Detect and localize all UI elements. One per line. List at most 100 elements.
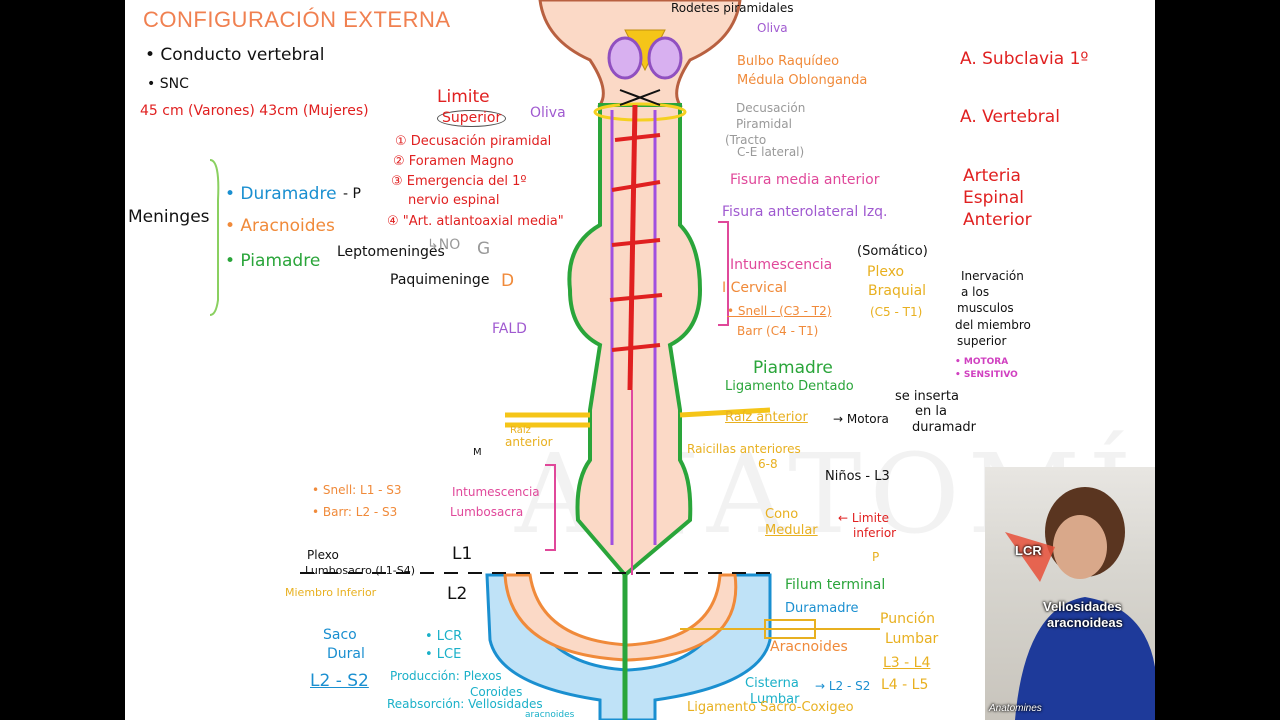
cisterna-3: → L2 - S2 — [815, 679, 871, 693]
decusacion-4: C-E lateral) — [737, 145, 805, 159]
medula-oblongada-label: Médula Oblonganda — [737, 73, 868, 88]
vellosidades-caption-2: aracnoideas — [1047, 615, 1123, 630]
raiz-anterior-left-1: Raíz — [510, 425, 531, 436]
sensitivo-note: • SENSITIVO — [955, 370, 1018, 380]
rodetes-label: Rodetes piramidales — [671, 1, 794, 15]
limite-item-2: ② Foramen Magno — [393, 154, 514, 169]
lcr-label: • LCR — [425, 629, 463, 644]
puncion-1: Punción — [880, 611, 935, 627]
leptomeninges: Leptomeninges — [337, 244, 445, 260]
lumbar-snell: • Snell: L1 - S3 — [312, 483, 402, 497]
motora-note: • MOTORA — [955, 357, 1009, 367]
m-note: M — [473, 447, 482, 458]
inserta-2: en la — [915, 404, 947, 419]
olive-left — [607, 36, 643, 80]
plexo-braquial-3: (C5 - T1) — [870, 305, 923, 319]
lcr-caption: LCR — [1015, 543, 1042, 558]
raiz-motora: → Motora — [833, 412, 889, 426]
superior-label: Superior — [437, 110, 507, 128]
limite-item-4: ④ "Art. atlantoaxial media" — [387, 214, 564, 229]
filum-terminal-label: Filum terminal — [785, 577, 886, 593]
intro-snc: • SNC — [147, 76, 189, 92]
cono-medular-1: Cono — [765, 507, 799, 522]
meninges-dura: • Duramadre — [225, 184, 337, 204]
meninges-dura-suffix: - P — [343, 186, 361, 202]
decusacion-3: (Tracto — [725, 133, 767, 147]
reabsorcion-2: aracnoides — [525, 710, 575, 720]
meninges-label: Meninges — [128, 207, 210, 227]
meninges-pia: • Piamadre — [225, 251, 321, 271]
raicillas-2: 6-8 — [758, 457, 778, 471]
plexo-lumbosacro-1: Plexo — [307, 548, 339, 562]
vellosidades-caption-1: Vellosidades — [1043, 599, 1122, 614]
arteria-espinal-3: Anterior — [963, 210, 1032, 230]
ligamento-sacro: Ligamento Sacro-Coxigeo — [687, 700, 854, 715]
decusacion-2: Piramidal — [736, 117, 792, 131]
intro-conducto: • Conducto vertebral — [145, 45, 325, 65]
saco-dural-1: Saco — [323, 627, 357, 643]
inserta-3: duramadr — [912, 420, 977, 435]
page-title: CONFIGURACIÓN EXTERNA — [143, 7, 451, 32]
raicillas-1: Raicillas anteriores — [687, 442, 801, 456]
piamadre-label: Piamadre — [753, 358, 833, 378]
inervacion-5: superior — [957, 334, 1007, 348]
presenter-video-inset: LCR Vellosidades aracnoideas Anatomines — [985, 467, 1155, 720]
paquimeninge: Paquimeninge — [390, 272, 490, 288]
produccion: Producción: Plexos — [390, 669, 502, 683]
intumescencia-cervical-1: Intumescencia — [730, 257, 833, 273]
inervacion-4: del miembro — [955, 318, 1031, 332]
inervacion-2: a los — [961, 285, 990, 299]
limite-inferior-1: ← Limite — [838, 511, 889, 525]
limite-label: Limite — [437, 87, 490, 107]
lumbar-barr: • Barr: L2 - S3 — [312, 505, 398, 519]
meninges-arac: • Aracnoides — [225, 216, 335, 236]
l1-level: L1 — [452, 544, 473, 564]
g-note: G — [477, 239, 491, 259]
plexo-braquial-1: Plexo — [867, 264, 905, 280]
cisterna-2: Lumbar — [750, 692, 800, 707]
limite-item-1: ① Decusación piramidal — [395, 134, 552, 149]
plexo-lumbosacro-2: Lumbosacro (L1-S4) — [305, 564, 416, 577]
arteria-espinal-1: Arteria — [963, 166, 1021, 186]
oliva-left-label: Oliva — [530, 105, 566, 121]
reabsorcion: Reabsorción: Vellosidades — [387, 697, 543, 711]
intumescencia-cervical-2: I Cervical — [722, 280, 788, 296]
inervacion-3: musculos — [957, 301, 1014, 315]
arachnoid-band — [503, 573, 738, 662]
miembro-inferior: Miembro Inferior — [285, 586, 377, 599]
intumescencia-lumbar-2: Lumbosacra — [450, 505, 524, 519]
brand-logo: Anatomines — [989, 703, 1042, 714]
limite-item-3b: nervio espinal — [408, 193, 500, 208]
intumescencia-lumbar-1: Intumescencia — [452, 485, 540, 499]
anterior-spinal-artery — [627, 104, 638, 391]
saco-dural-3: L2 - S2 — [310, 671, 369, 691]
cervical-barr: Barr (C4 - T1) — [737, 324, 819, 338]
presenter-figure — [1005, 487, 1155, 720]
raiz-anterior-right: Raíz anterior — [725, 410, 808, 425]
ligamento-dentado: Ligamento Dentado — [725, 379, 854, 394]
no-note: ↳NO — [427, 237, 461, 253]
arteria-vertebral: A. Vertebral — [960, 107, 1060, 127]
arteria-espinal-2: Espinal — [963, 188, 1025, 208]
duramadre-sac-label: Duramadre — [785, 601, 859, 616]
olive-right — [647, 36, 683, 80]
fisura-media: Fisura media anterior — [730, 172, 880, 188]
fald: FALD — [492, 321, 527, 337]
oliva-right-label: Oliva — [757, 21, 788, 35]
intro-length: 45 cm (Varones) 43cm (Mujeres) — [140, 103, 369, 119]
limite-item-3: ③ Emergencia del 1º — [391, 174, 527, 189]
puncion-3: L3 - L4 — [883, 655, 931, 671]
plexo-braquial-2: Braquial — [868, 283, 927, 299]
nerve-root-left — [505, 412, 590, 428]
bulbo-label: Bulbo Raquídeo — [737, 54, 840, 69]
ninos-note: Niños - L3 — [825, 469, 890, 484]
lce-label: • LCE — [425, 647, 462, 662]
cisterna-1: Cisterna — [745, 676, 799, 691]
inserta-1: se inserta — [895, 389, 959, 404]
nerve-root-right — [679, 407, 771, 418]
somatico: (Somático) — [857, 244, 928, 259]
spinal-cord-illustration — [209, 0, 880, 720]
spinal-cord-body — [567, 103, 703, 578]
d-note: D — [501, 271, 515, 291]
decusacion-1: Decusación — [736, 101, 806, 115]
